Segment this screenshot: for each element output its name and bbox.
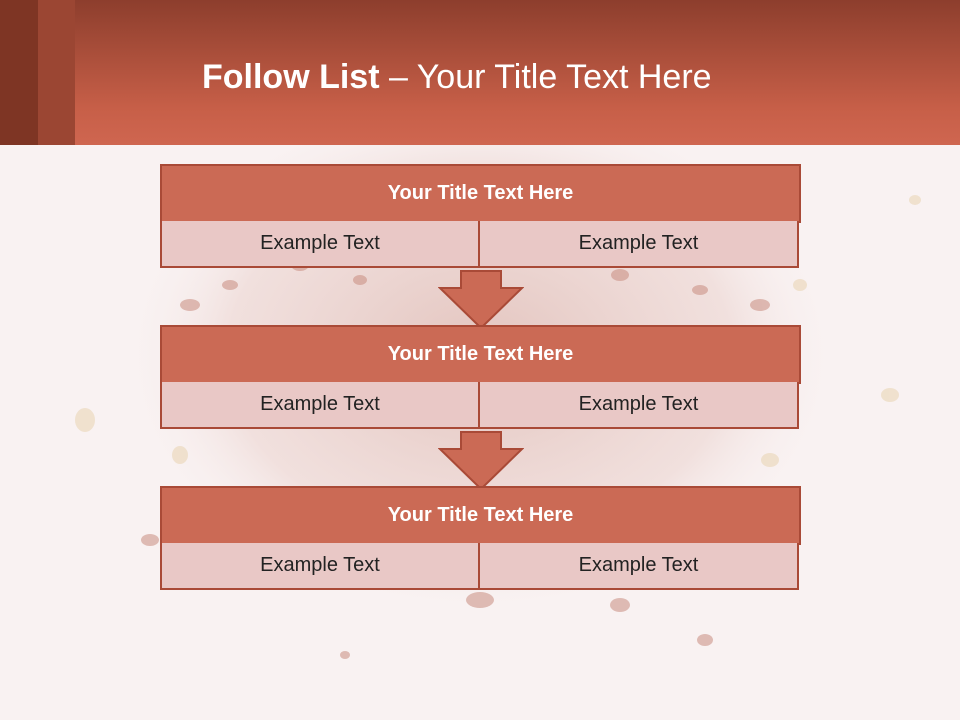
slide-title-bold: Follow List bbox=[202, 58, 380, 96]
block-title: Your Title Text Here bbox=[160, 325, 801, 384]
block-cell-right: Example Text bbox=[480, 543, 799, 590]
block-cell-left: Example Text bbox=[160, 382, 480, 429]
header-banner: Follow List – Your Title Text Here bbox=[0, 0, 960, 145]
block-cell-left: Example Text bbox=[160, 221, 480, 268]
slide-title: Follow List – Your Title Text Here bbox=[202, 52, 712, 102]
block-cell-right: Example Text bbox=[480, 382, 799, 429]
block-cell-left: Example Text bbox=[160, 543, 480, 590]
block-title: Your Title Text Here bbox=[160, 486, 801, 545]
down-arrow-icon bbox=[438, 270, 524, 330]
header-accent-strip-light bbox=[38, 0, 75, 145]
block-title: Your Title Text Here bbox=[160, 164, 801, 223]
header-accent-strip bbox=[0, 0, 38, 145]
down-arrow-icon bbox=[438, 431, 524, 491]
block-cell-right: Example Text bbox=[480, 221, 799, 268]
slide-title-rest: – Your Title Text Here bbox=[379, 58, 712, 96]
